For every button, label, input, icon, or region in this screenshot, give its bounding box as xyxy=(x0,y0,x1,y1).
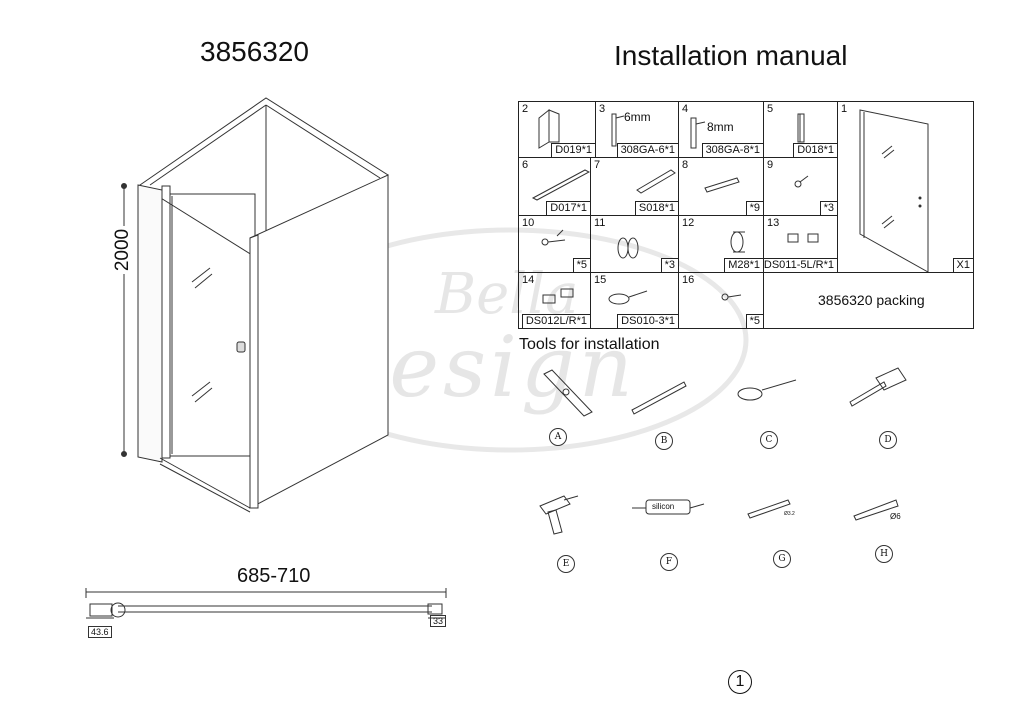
part-code: D018*1 xyxy=(793,143,837,157)
tool-letter-b: B xyxy=(655,432,673,450)
page-number: 1 xyxy=(728,670,752,694)
part-code: D019*1 xyxy=(551,143,595,157)
part-number: 2 xyxy=(522,103,529,115)
part-cell-9: 9 *3 xyxy=(763,157,838,216)
product-code-title: 3856320 xyxy=(200,36,310,67)
pencil-icon xyxy=(631,381,687,415)
part-number: 3 xyxy=(599,103,606,115)
part-number: 14 xyxy=(522,274,535,286)
part-cell-15: 15 DS010-3*1 xyxy=(590,272,679,329)
hammer-icon xyxy=(849,367,907,407)
tool-letter-f: F xyxy=(660,553,678,571)
part-code: DS012L/R*1 xyxy=(521,314,590,328)
spirit-level-icon xyxy=(543,369,593,417)
part-number: 4 xyxy=(682,103,689,115)
drill-bit-small-icon xyxy=(747,499,791,519)
part-number: 16 xyxy=(682,274,695,286)
part-code: DS010-3*1 xyxy=(617,314,678,328)
part-number: 15 xyxy=(594,274,607,286)
part-number: 1 xyxy=(841,103,848,115)
part-code: *5 xyxy=(572,258,590,272)
part-cell-3: 3 6mm 308GA-6*1 xyxy=(595,101,679,158)
part-cell-7: 7 S018*1 xyxy=(590,157,679,216)
part-code: D017*1 xyxy=(546,201,590,215)
tools-heading: Tools for installation xyxy=(519,336,660,353)
part-cell-6: 6 D017*1 xyxy=(518,157,591,216)
part-cell-14: 14 DS012L/R*1 xyxy=(518,272,591,329)
part-code: 308GA-8*1 xyxy=(701,143,763,157)
drill-bit-large-label: Ø6 xyxy=(890,512,901,521)
manual-title: Installation manual xyxy=(614,40,848,71)
rail-icon xyxy=(531,169,590,201)
channel-icon xyxy=(636,169,676,194)
part-cell-10: 10 *5 xyxy=(518,215,591,273)
silicone-gun-icon xyxy=(632,499,705,515)
part-cell-12: 12 M28*1 xyxy=(678,215,764,273)
part-cell-5: 5 D018*1 xyxy=(763,101,838,158)
part-number: 5 xyxy=(767,103,774,115)
part-code: *3 xyxy=(819,201,837,215)
tool-letter-h: H xyxy=(875,545,893,563)
tool-letter-c: C xyxy=(760,431,778,449)
tool-letter-a: A xyxy=(549,428,567,446)
part-cell-11: 11 *3 xyxy=(590,215,679,273)
part-code: *5 xyxy=(745,314,763,328)
part-cell-16: 16 *5 xyxy=(678,272,764,329)
width-dimension-label: 685-710 xyxy=(237,565,311,587)
tool-letter-d: D xyxy=(879,431,897,449)
cap-icon xyxy=(608,290,648,305)
part-note: 6mm xyxy=(624,110,651,124)
part-number: 11 xyxy=(594,217,606,229)
height-dimension-label: 2000 xyxy=(112,226,136,274)
right-profile-dimension: 33 xyxy=(430,615,447,627)
part-number: 8 xyxy=(682,159,689,171)
profile-icon xyxy=(797,113,805,143)
tool-letter-g: G xyxy=(773,550,791,568)
seal-strip-icon xyxy=(611,113,625,147)
part-cell-13: 13 DS011-5L/R*1 xyxy=(763,215,838,273)
part-note: 8mm xyxy=(707,120,734,134)
part-number: 12 xyxy=(682,217,695,229)
drill-icon xyxy=(539,495,579,535)
silicone-label: silicon xyxy=(652,502,675,511)
part-code: DS011-5L/R*1 xyxy=(764,258,837,272)
ring-icon xyxy=(617,237,639,259)
tool-letter-e: E xyxy=(557,555,575,573)
shower-door-drawing xyxy=(121,97,389,513)
part-number: 6 xyxy=(522,159,529,171)
part-code: S018*1 xyxy=(634,201,678,215)
knob-icon xyxy=(730,231,745,253)
bracket-icon xyxy=(542,288,574,304)
seal-strip-icon xyxy=(690,117,706,149)
screw-icon xyxy=(794,175,809,188)
left-profile-dimension: 43.6 xyxy=(88,626,112,638)
packing-label: 3856320 packing xyxy=(818,292,925,308)
part-number: 9 xyxy=(767,159,774,171)
part-number: 7 xyxy=(594,159,601,171)
part-number: 10 xyxy=(522,217,535,229)
drill-bit-small-label: Ø3.2 xyxy=(784,511,795,517)
part-code: *3 xyxy=(660,258,678,272)
part-cell-1: 1 X1 xyxy=(837,101,974,273)
part-number: 13 xyxy=(767,217,780,229)
part-code: 308GA-6*1 xyxy=(616,143,678,157)
screwdriver-icon xyxy=(737,379,797,401)
part-cell-2: 2 D019*1 xyxy=(518,101,596,158)
part-code: *9 xyxy=(745,201,763,215)
drill-bit-large-icon xyxy=(853,499,899,521)
wall-profile-icon xyxy=(538,108,560,149)
part-cell-8: 8 *9 xyxy=(678,157,764,216)
wall-plug-icon xyxy=(704,177,740,193)
screw-icon xyxy=(541,229,566,246)
part-cell-4: 4 8mm 308GA-8*1 xyxy=(678,101,764,158)
part-code: X1 xyxy=(952,258,973,272)
part-code: M28*1 xyxy=(724,258,763,272)
screw-icon xyxy=(721,293,742,301)
glass-panel-icon xyxy=(859,109,929,272)
packing-cell: 3856320 packing xyxy=(763,272,974,329)
hinge-icon xyxy=(787,233,819,243)
plan-view-drawing xyxy=(85,588,447,619)
